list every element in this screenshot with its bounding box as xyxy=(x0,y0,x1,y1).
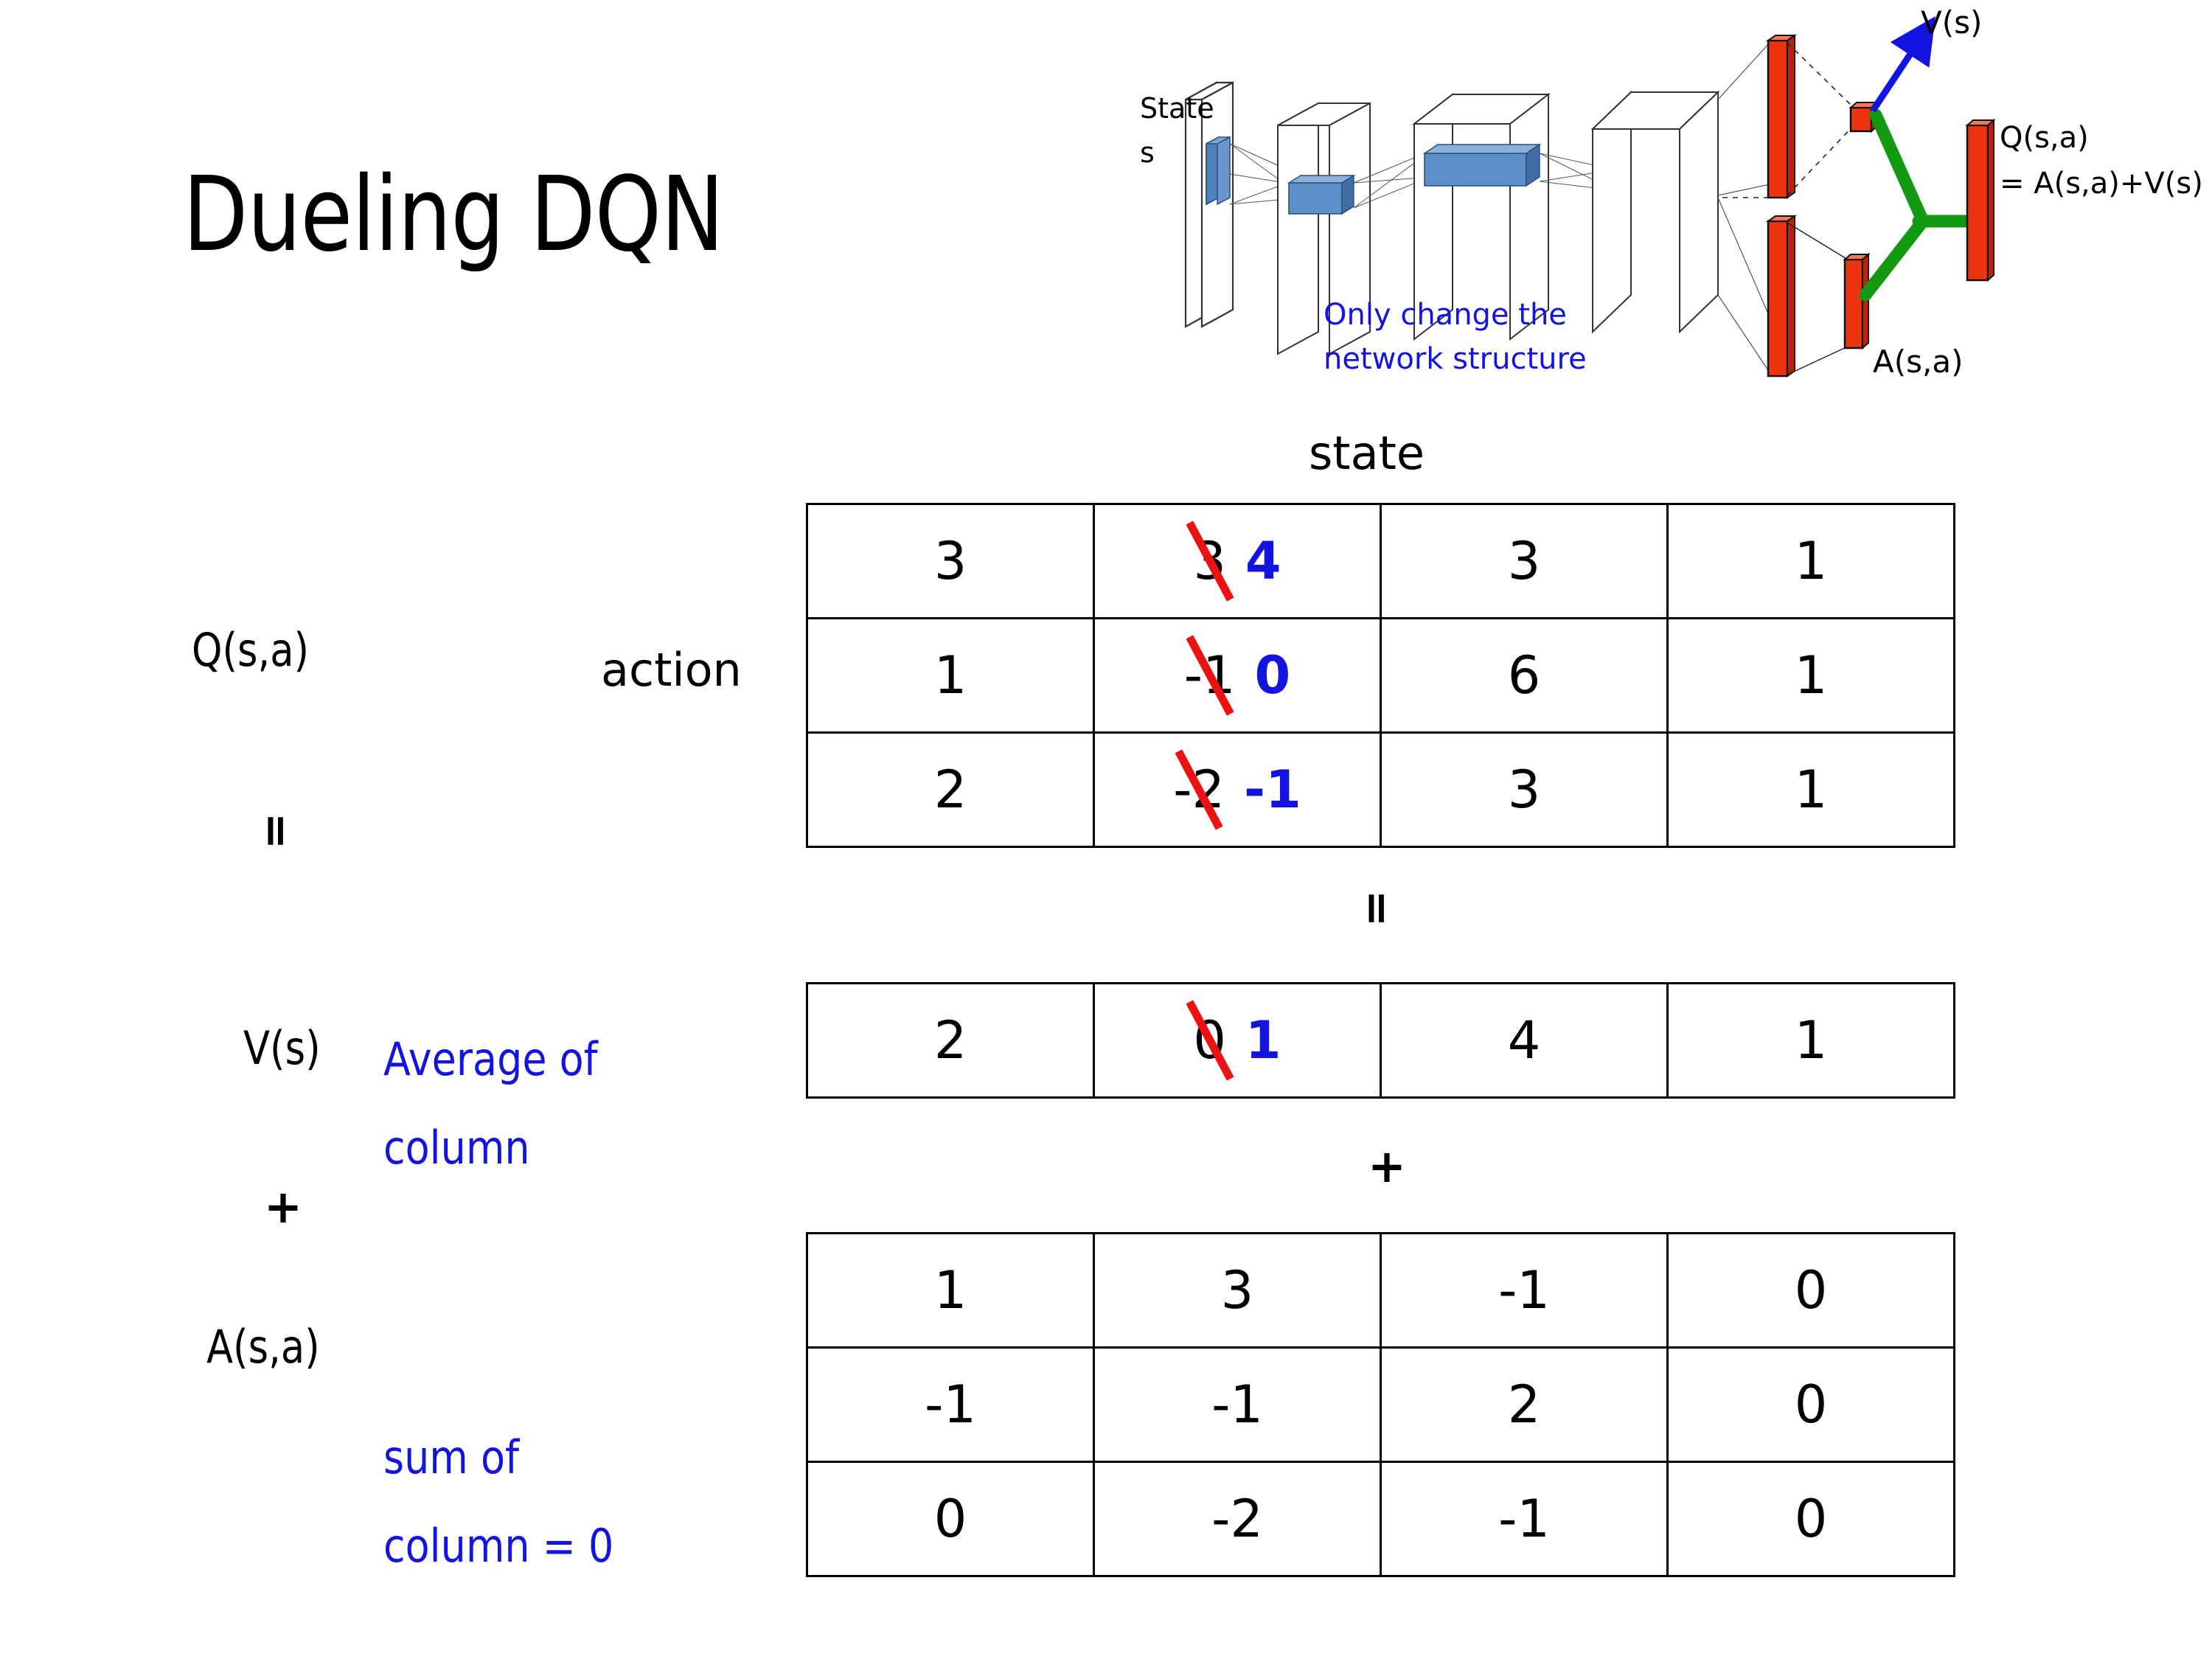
a-function-label: A(s,a) xyxy=(206,1320,320,1374)
a-cell-value-r1c2: 2 xyxy=(1507,1374,1541,1435)
q-cell-revised-r2c1: -1 xyxy=(1244,759,1301,820)
q-cell-value-r0c2: 3 xyxy=(1507,531,1541,591)
page-title: Dueling DQN xyxy=(183,155,724,275)
q-cell-r1c1[interactable]: -1 0 xyxy=(1093,617,1382,734)
a-cell-r1c1[interactable]: -1 xyxy=(1093,1346,1382,1463)
q-cell-old-r1c1: -1 xyxy=(1184,635,1236,716)
diagram-output-label-line1: Q(s,a) xyxy=(2000,121,2089,155)
table-row: 1 3 -1 0 xyxy=(806,1232,1955,1349)
state-axis-label: state xyxy=(1309,426,1425,480)
q-cell-value-r2c2: 3 xyxy=(1507,759,1541,820)
diagram-value-head-label: V(s) xyxy=(1921,4,1982,41)
a-cell-value-r1c0: -1 xyxy=(925,1374,976,1435)
q-cell-r2c0[interactable]: 2 xyxy=(806,731,1095,848)
v-cell-value-c2: 4 xyxy=(1507,1010,1541,1071)
a-cell-r0c0[interactable]: 1 xyxy=(806,1232,1095,1349)
a-note-line1: sum of xyxy=(383,1430,519,1484)
v-cell-c2[interactable]: 4 xyxy=(1380,982,1669,1099)
a-cell-value-r0c0: 1 xyxy=(933,1260,967,1321)
q-cell-r0c1[interactable]: 34 xyxy=(1093,503,1382,619)
a-cell-r2c0[interactable]: 0 xyxy=(806,1461,1095,1577)
q-cell-value-r1c0: 1 xyxy=(933,645,967,706)
q-cell-value-r0c0: 3 xyxy=(933,531,967,591)
q-cell-r0c0[interactable]: 3 xyxy=(806,503,1095,619)
q-cell-r2c1[interactable]: -2 -1 xyxy=(1093,731,1382,848)
a-cell-r1c2[interactable]: 2 xyxy=(1380,1346,1669,1463)
table-row: 1 -1 0 6 1 xyxy=(806,617,1955,734)
a-cell-value-r2c1: -2 xyxy=(1211,1489,1263,1549)
dueling-network-diagram: State s Only change the network structur… xyxy=(1106,0,2212,402)
v-cell-c3[interactable]: 1 xyxy=(1666,982,1955,1099)
q-cell-r0c2[interactable]: 3 xyxy=(1380,503,1669,619)
table-row: 3 34 3 1 xyxy=(806,503,1955,619)
plus-symbol-left-v-a: + xyxy=(264,1180,302,1234)
q-cell-old-r2c1: -2 xyxy=(1173,749,1225,830)
plus-symbol-mid-v-a: + xyxy=(1368,1139,1406,1193)
q-cell-value-r1c3: 1 xyxy=(1794,645,1828,706)
a-cell-r2c2[interactable]: -1 xyxy=(1380,1461,1669,1577)
q-cell-value-r0c3: 1 xyxy=(1794,531,1828,591)
q-table: 3 34 3 1 1 -10 6 1 2 -2-1 3 1 xyxy=(806,503,1955,848)
a-cell-value-r2c0: 0 xyxy=(933,1489,967,1549)
a-cell-value-r0c2: -1 xyxy=(1498,1260,1550,1321)
equals-symbol-mid-q-v: = xyxy=(1352,889,1404,925)
v-cell-value-c0: 2 xyxy=(933,1010,967,1071)
v-cell-revised-c1: 1 xyxy=(1245,1010,1281,1071)
a-cell-r1c3[interactable]: 0 xyxy=(1666,1346,1955,1463)
v-note-line1: Average of xyxy=(383,1032,598,1086)
q-cell-r2c2[interactable]: 3 xyxy=(1380,731,1669,848)
v-note-line2: column xyxy=(383,1121,530,1175)
diagram-input-label-line2: s xyxy=(1140,136,1155,169)
diagram-note-line1: Only change the xyxy=(1324,298,1567,332)
table-row: 2 -2 -1 3 1 xyxy=(806,731,1955,848)
a-note-line2: column = 0 xyxy=(383,1519,614,1573)
a-cell-r0c3[interactable]: 0 xyxy=(1666,1232,1955,1349)
diagram-advantage-head-label: A(s,a) xyxy=(1873,344,1963,380)
a-cell-r0c2[interactable]: -1 xyxy=(1380,1232,1669,1349)
v-cell-old-c1: 0 xyxy=(1186,1000,1234,1081)
diagram-note-line2: network structure xyxy=(1324,342,1587,376)
v-table: 2 01 4 1 xyxy=(806,982,1955,1099)
q-cell-r1c3[interactable]: 1 xyxy=(1666,617,1955,734)
table-row: -1 -1 2 0 xyxy=(806,1346,1955,1463)
diagram-output-label-line2: = A(s,a)+V(s) xyxy=(2000,167,2203,201)
a-cell-value-r1c1: -1 xyxy=(1211,1374,1263,1435)
a-cell-r2c1[interactable]: -2 xyxy=(1093,1461,1382,1577)
q-function-label: Q(s,a) xyxy=(192,623,310,677)
a-cell-r1c0[interactable]: -1 xyxy=(806,1346,1095,1463)
q-cell-r2c3[interactable]: 1 xyxy=(1666,731,1955,848)
q-cell-revised-r1c1: 0 xyxy=(1254,645,1291,706)
q-cell-value-r2c0: 2 xyxy=(933,759,967,820)
q-cell-revised-r0c1: 4 xyxy=(1245,531,1281,591)
q-cell-value-r1c2: 6 xyxy=(1507,645,1541,706)
q-cell-old-r0c1: 3 xyxy=(1186,521,1234,602)
v-cell-c0[interactable]: 2 xyxy=(806,982,1095,1099)
a-cell-value-r2c3: 0 xyxy=(1794,1489,1828,1549)
a-cell-value-r0c1: 3 xyxy=(1220,1260,1254,1321)
v-cell-value-c3: 1 xyxy=(1794,1010,1828,1071)
v-cell-c1[interactable]: 01 xyxy=(1093,982,1382,1099)
table-row: 2 01 4 1 xyxy=(806,982,1955,1099)
q-cell-value-r2c3: 1 xyxy=(1794,759,1828,820)
q-cell-r1c0[interactable]: 1 xyxy=(806,617,1095,734)
action-axis-label: action xyxy=(601,643,742,697)
a-cell-value-r1c3: 0 xyxy=(1794,1374,1828,1435)
diagram-input-label-line1: State xyxy=(1140,92,1214,125)
a-cell-r2c3[interactable]: 0 xyxy=(1666,1461,1955,1577)
a-cell-value-r2c2: -1 xyxy=(1498,1489,1550,1549)
equals-symbol-left-q-v: = xyxy=(251,812,303,847)
q-cell-r0c3[interactable]: 1 xyxy=(1666,503,1955,619)
a-table: 1 3 -1 0 -1 -1 2 0 0 -2 -1 0 xyxy=(806,1232,1955,1577)
v-function-label: V(s) xyxy=(243,1021,321,1075)
q-cell-r1c2[interactable]: 6 xyxy=(1380,617,1669,734)
a-cell-value-r0c3: 0 xyxy=(1794,1260,1828,1321)
a-cell-r0c1[interactable]: 3 xyxy=(1093,1232,1382,1349)
table-row: 0 -2 -1 0 xyxy=(806,1461,1955,1577)
